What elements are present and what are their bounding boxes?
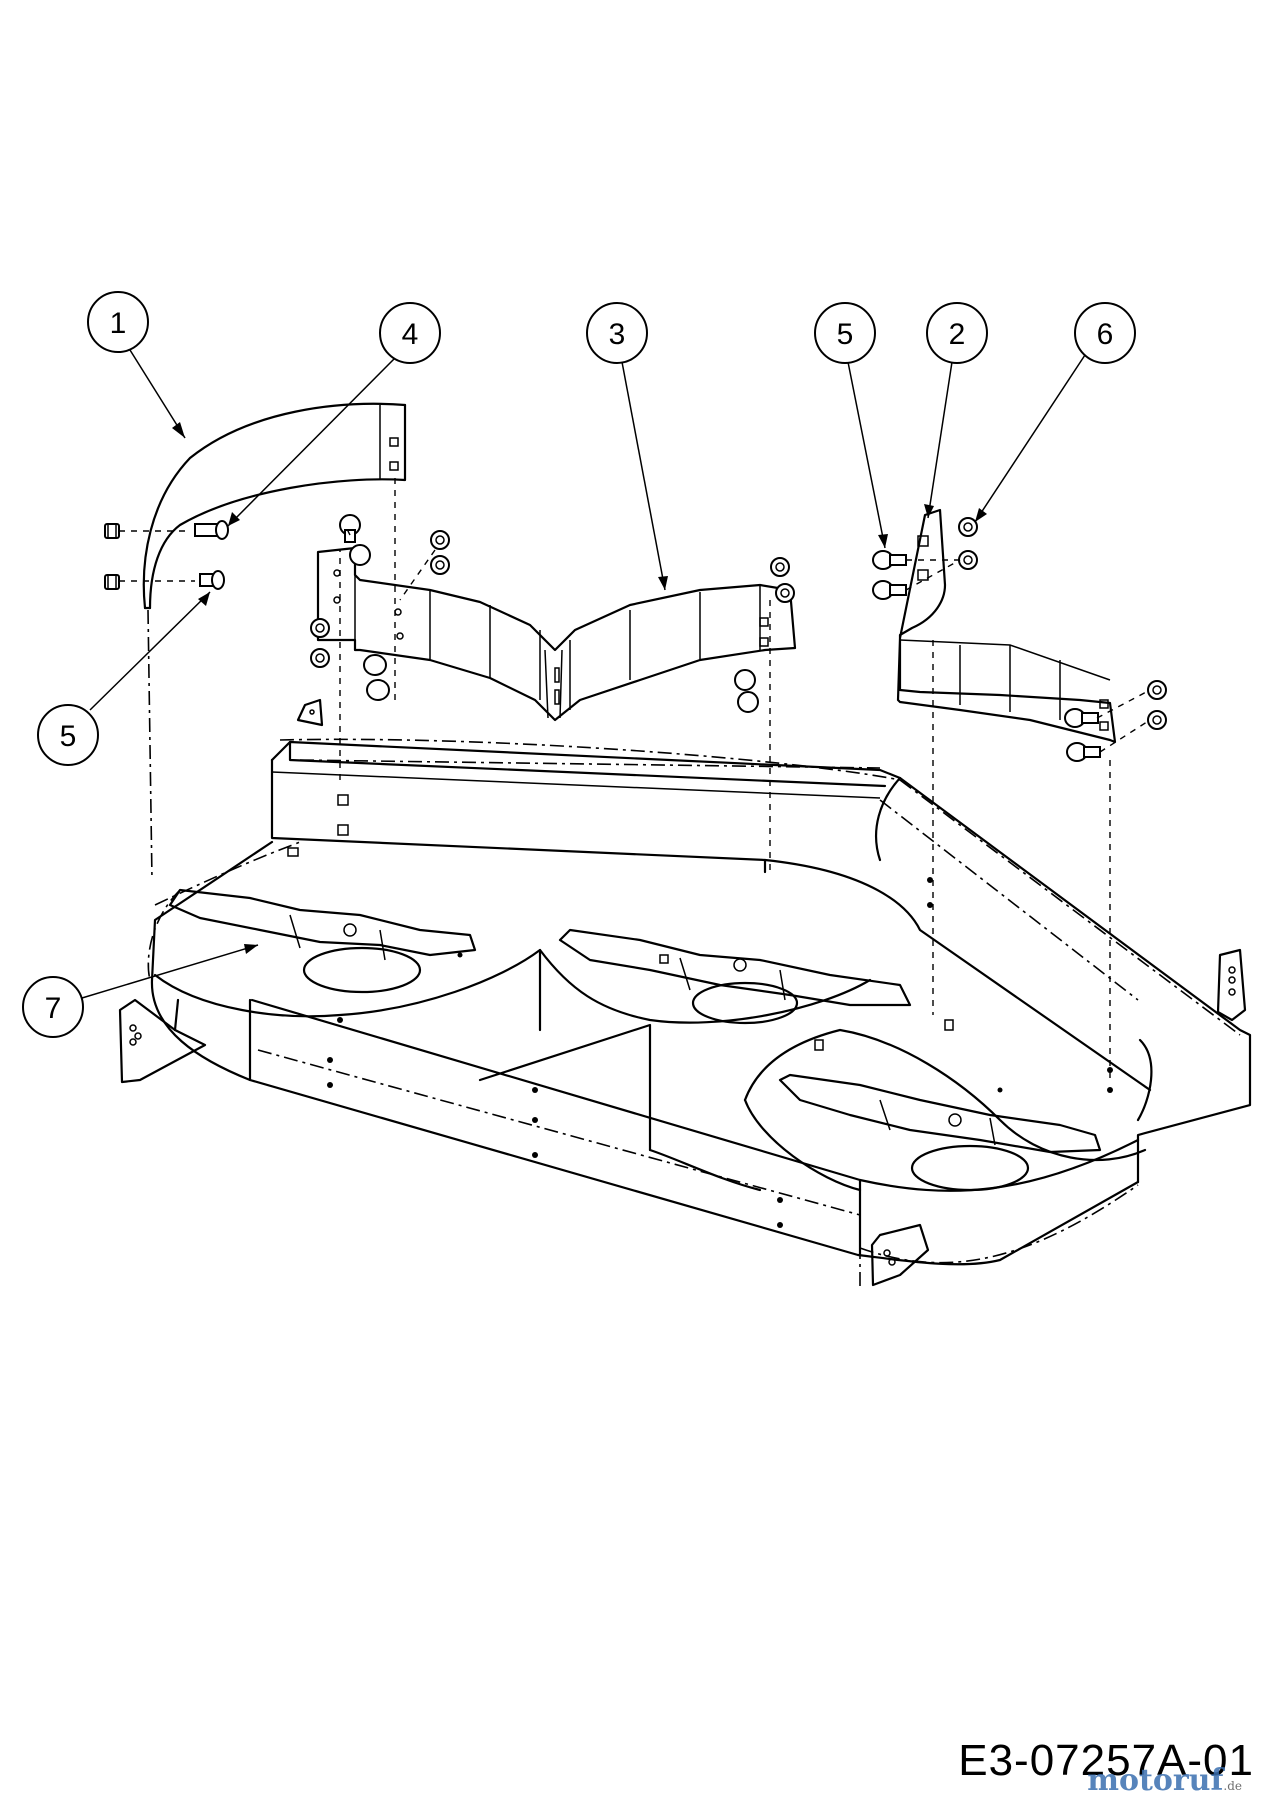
- callout-label-5-right: 5: [837, 318, 854, 351]
- callout-label-7: 7: [45, 992, 62, 1025]
- callout-label-2: 2: [949, 318, 966, 351]
- hex-nut-icon: [770, 557, 790, 577]
- watermark-tld: .de: [1223, 1779, 1242, 1793]
- callout-label-4: 4: [402, 318, 419, 351]
- hex-nut-icon: [430, 530, 450, 550]
- callout-1: 1: [87, 291, 186, 439]
- callout-3: 3: [586, 302, 668, 591]
- carriage-bolt-icon: [1066, 742, 1101, 762]
- callout-6: 6: [974, 302, 1136, 523]
- right-baffle-part-2: [896, 508, 1117, 744]
- fasteners: [104, 514, 1167, 762]
- carriage-bolt-icon: [363, 654, 387, 676]
- callout-2: 2: [924, 302, 988, 519]
- callout-label-3: 3: [609, 318, 626, 351]
- hex-nut-icon: [104, 574, 120, 590]
- carriage-bolt-icon: [872, 580, 907, 600]
- callouts: 1 4 3 5 2 6: [22, 291, 1136, 1038]
- callout-5-right: 5: [814, 302, 888, 549]
- left-baffle-part-1: [142, 402, 407, 610]
- hex-nut-icon: [958, 517, 978, 537]
- hex-nut-icon: [1147, 710, 1167, 730]
- hex-nut-icon: [775, 583, 795, 603]
- hex-nut-icon: [430, 555, 450, 575]
- carriage-bolt-icon: [734, 669, 756, 691]
- cutting-blade-center: [558, 928, 912, 1007]
- cutting-blade-left: [168, 888, 477, 961]
- callout-7: 7: [22, 944, 259, 1038]
- carriage-bolt-icon: [199, 570, 225, 590]
- cutting-blade-right: [778, 1073, 1102, 1154]
- carriage-bolt-icon: [1064, 708, 1099, 728]
- carriage-bolt-icon: [737, 691, 759, 713]
- carriage-bolt-icon: [339, 514, 361, 543]
- drawing-code: E3-07257A-01: [958, 1736, 1254, 1785]
- callout-5-left: 5: [37, 591, 211, 766]
- assembly-lines: [119, 478, 1241, 1290]
- callout-4: 4: [227, 302, 441, 527]
- watermark-text: motoruf: [1087, 1763, 1224, 1798]
- hex-nut-icon: [104, 523, 120, 539]
- center-baffle-part-3: [316, 546, 797, 722]
- watermark-logo: motoruf.de: [1087, 1763, 1242, 1798]
- hex-nut-icon: [1147, 680, 1167, 700]
- callout-label-1: 1: [110, 307, 127, 340]
- mower-deck-housing: [118, 698, 1252, 1287]
- carriage-bolt-icon: [872, 550, 907, 570]
- hex-nut-icon: [958, 550, 978, 570]
- callout-label-6: 6: [1097, 318, 1114, 351]
- carriage-bolt-icon: [366, 679, 390, 701]
- carriage-bolt-icon: [194, 520, 229, 540]
- hex-nut-icon: [310, 618, 330, 638]
- callout-label-5-left: 5: [60, 720, 77, 753]
- carriage-bolt-icon: [349, 544, 371, 566]
- hex-nut-icon: [310, 648, 330, 668]
